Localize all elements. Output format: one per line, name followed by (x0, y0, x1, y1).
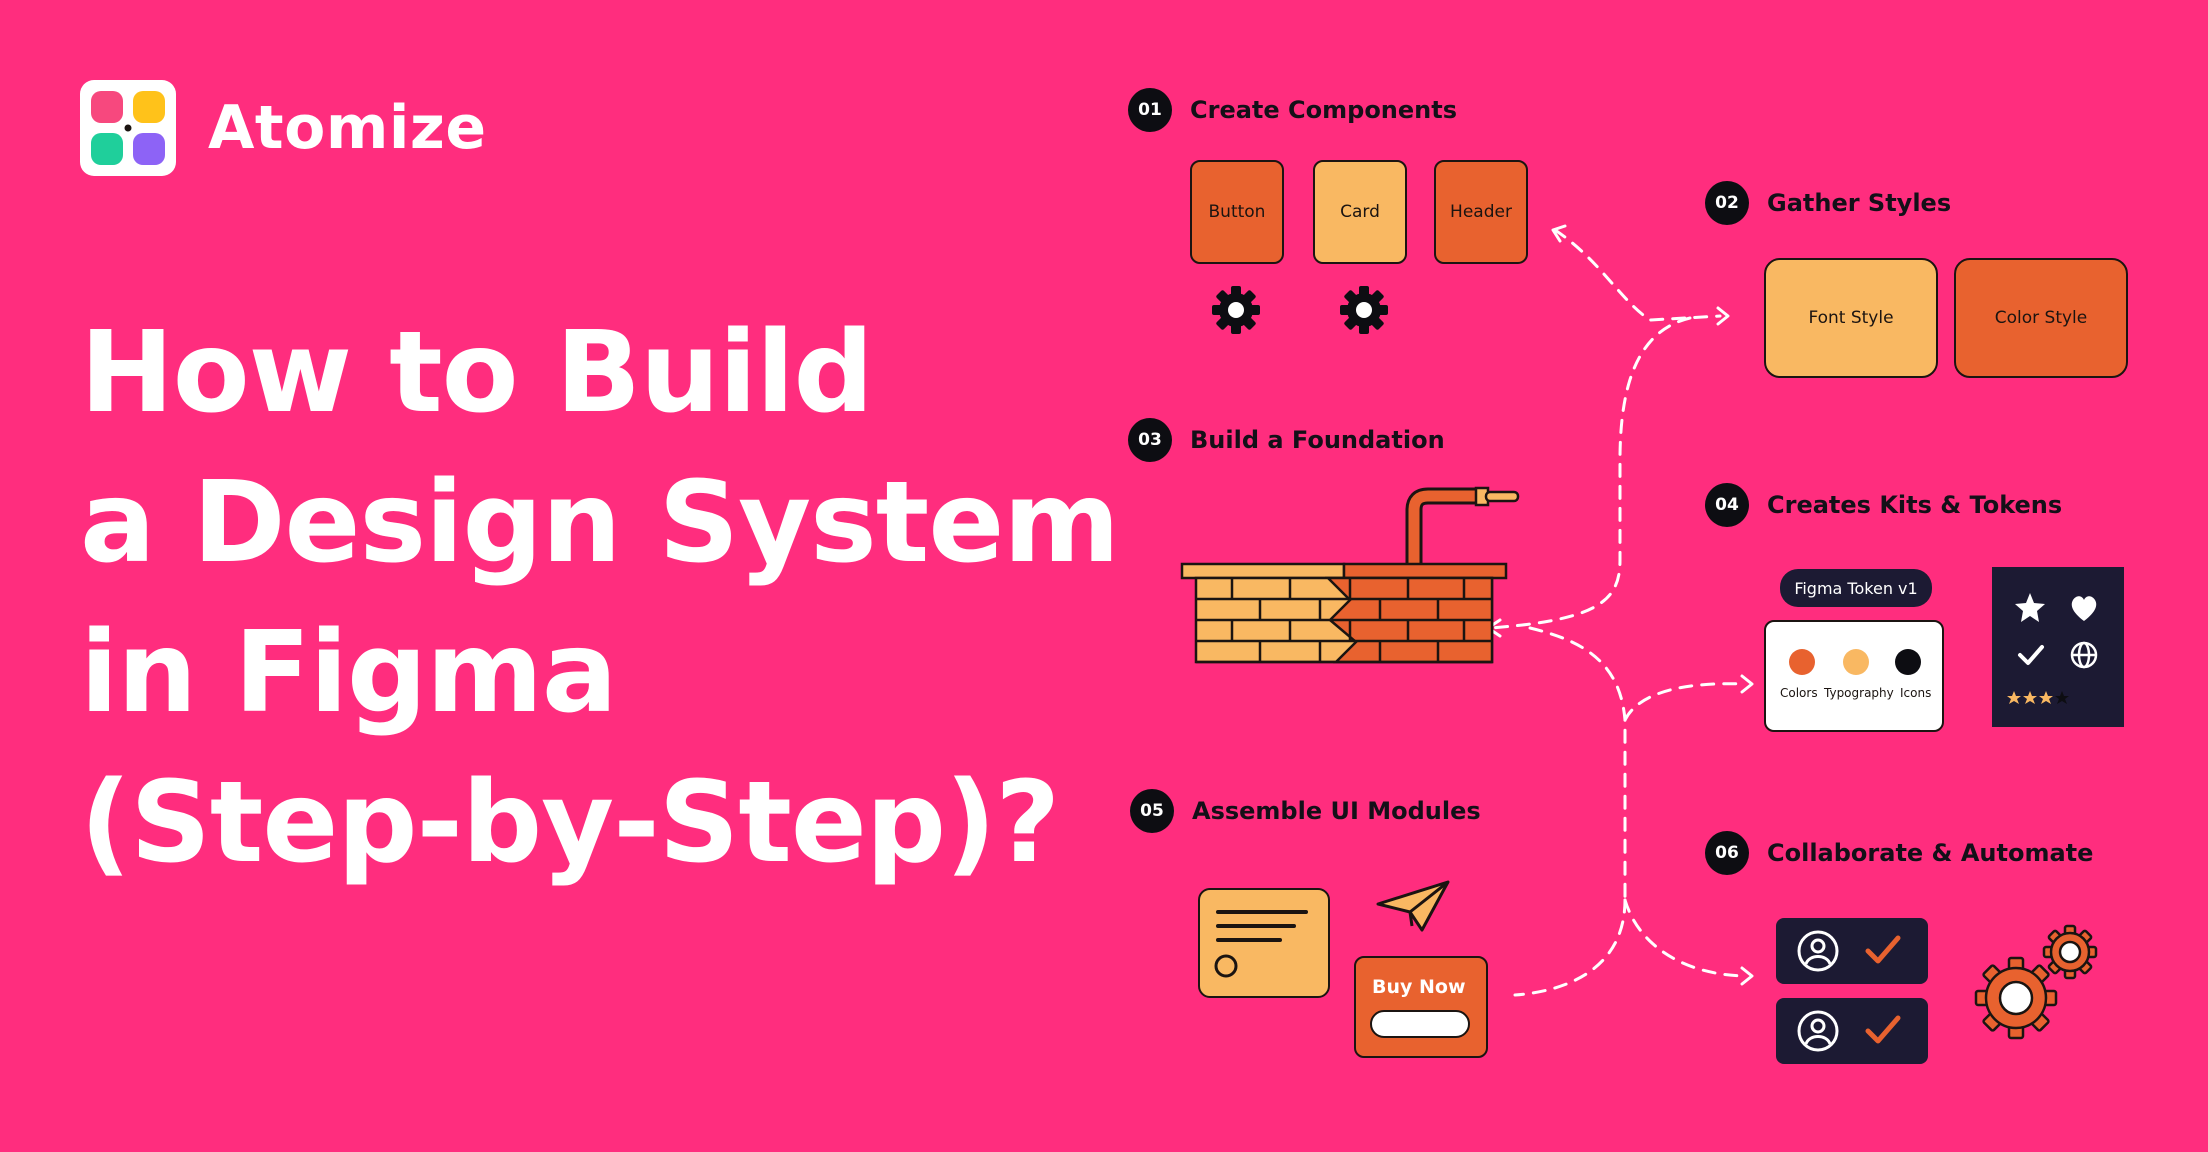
arrow-head-icon (1716, 306, 1730, 326)
step-build-foundation: 03 Build a Foundation (1128, 418, 1445, 462)
heart-icon (2071, 596, 2097, 621)
swatch-peach (1843, 649, 1869, 675)
review-row (1776, 918, 1928, 984)
title-line-3: in Figma (80, 608, 617, 738)
step-title: Create Components (1190, 96, 1458, 124)
star-icon (2015, 593, 2045, 622)
title-line-2: a Design System (80, 458, 1120, 588)
gear-icon (1974, 924, 2098, 1040)
token-label-icons: Icons (1900, 686, 1932, 700)
step-gather-styles: 02 Gather Styles (1705, 181, 1951, 225)
color-swatches (1789, 649, 1921, 675)
arrow-head-icon (1740, 674, 1754, 694)
swatch-black (1895, 649, 1921, 675)
step-title: Creates Kits & Tokens (1767, 491, 2063, 519)
step-number: 04 (1705, 483, 1749, 527)
module-card (1198, 888, 1330, 998)
paper-plane-icon (1376, 880, 1450, 932)
step-title: Gather Styles (1767, 189, 1952, 217)
style-tile-color: Color Style (1954, 258, 2128, 378)
step-number: 06 (1705, 831, 1749, 875)
check-icon (2018, 645, 2044, 665)
icon-set-panel (1992, 567, 2124, 727)
figma-token-pill: Figma Token v1 (1780, 569, 1932, 607)
token-card: Colors Typography Icons (1764, 620, 1944, 732)
step-number: 03 (1128, 418, 1172, 462)
step-kits-tokens: 04 Creates Kits & Tokens (1705, 483, 2062, 527)
rating-stars-icon (2007, 691, 2069, 704)
component-tile-header: Header (1434, 160, 1528, 264)
token-label-typography: Typography (1824, 686, 1894, 700)
title-line-4: (Step-by-Step)? (80, 758, 1060, 888)
arrow-head-icon (1740, 966, 1754, 986)
brick-wall-icon (1180, 486, 1520, 664)
logo-grid-icon (91, 91, 165, 165)
step-title: Collaborate & Automate (1767, 839, 2094, 867)
review-row (1776, 998, 1928, 1064)
globe-icon (2070, 641, 2098, 669)
step-title: Build a Foundation (1190, 426, 1445, 454)
title-line-1: How to Build (80, 308, 874, 438)
step-title: Assemble UI Modules (1192, 797, 1481, 825)
step-assemble-modules: 05 Assemble UI Modules (1130, 789, 1481, 833)
buy-now-module: Buy Now (1354, 956, 1488, 1058)
gear-icon (1340, 286, 1388, 334)
component-tile-button: Button (1190, 160, 1284, 264)
icon-set (2007, 593, 2098, 704)
brand-name: Atomize (208, 93, 487, 163)
component-tile-card: Card (1313, 160, 1407, 264)
token-label-colors: Colors (1780, 686, 1818, 700)
arrow-head-icon (1551, 224, 1567, 243)
step-number: 02 (1705, 181, 1749, 225)
automation-gears-icon (1974, 924, 2098, 1040)
check-icon (1865, 935, 1901, 964)
swatch-orange (1789, 649, 1815, 675)
buy-now-button[interactable] (1370, 1010, 1470, 1038)
check-icon (1865, 1015, 1901, 1044)
step-collaborate-automate: 06 Collaborate & Automate (1705, 831, 2093, 875)
user-icon (1797, 930, 1839, 972)
user-icon (1797, 1010, 1839, 1052)
step-create-components: 01 Create Components (1128, 88, 1457, 132)
step-number: 05 (1130, 789, 1174, 833)
style-tile-font: Font Style (1764, 258, 1938, 378)
step-number: 01 (1128, 88, 1172, 132)
page-title: How to Build a Design System in Figma (S… (80, 298, 1120, 898)
gear-icon (1212, 286, 1260, 334)
card-lines (1214, 910, 1308, 978)
buy-now-label: Buy Now (1372, 976, 1466, 998)
atomize-logo (80, 80, 176, 176)
